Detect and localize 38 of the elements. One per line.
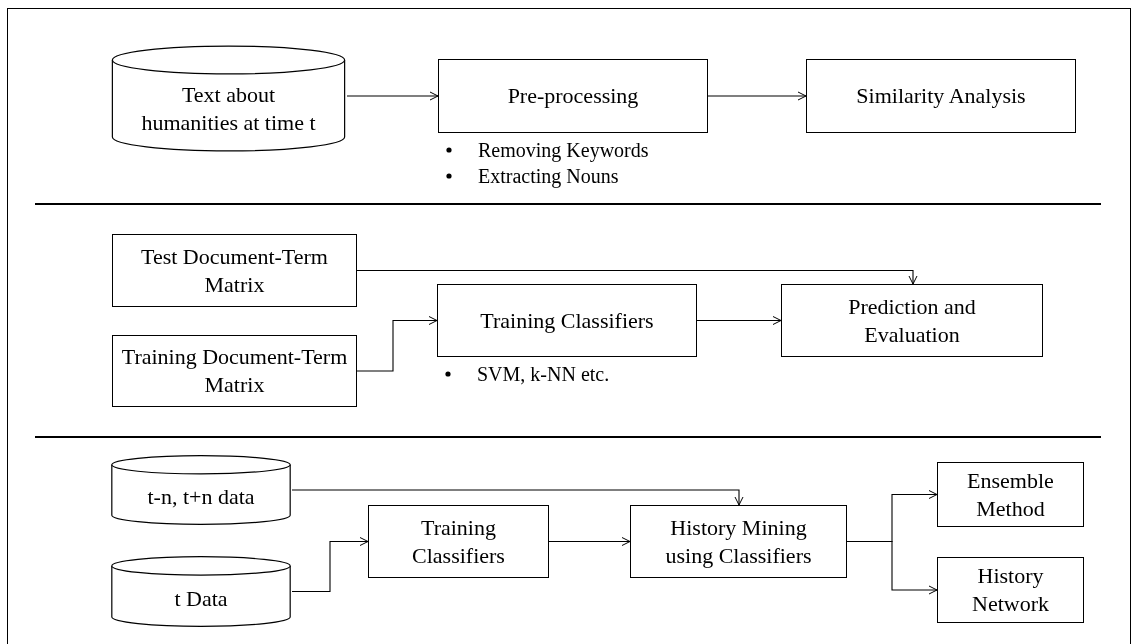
arrow [356,316,438,372]
node-label: Prediction and Evaluation [847,292,977,349]
node-label: t-n, t+n data [146,483,256,511]
bullet-text: SVM, k-NN etc. [477,362,610,387]
arrow [548,537,631,546]
arrow [707,91,807,101]
process-box [437,284,697,357]
database-cylinder [110,45,347,152]
arrow [346,91,439,101]
arrow [291,489,744,506]
process-box [937,557,1084,623]
node-label: Ensemble Method [966,466,1055,523]
process-box [630,505,847,578]
arrow [356,269,918,285]
process-box [781,284,1043,357]
arrow [291,537,369,593]
database-cylinder [110,455,292,525]
node-label: Pre-processing [506,82,640,110]
process-box [937,462,1084,527]
bullet-text: Extracting Nouns [478,164,619,189]
node-label: Training Classifiers [411,513,506,570]
process-box [806,59,1076,133]
process-box [438,59,708,133]
node-label: History Network [971,562,1050,618]
node-label: Similarity Analysis [855,82,1027,110]
node-label: Training Classifiers [479,306,655,335]
node-label: Text about humanities at time t [140,81,317,138]
bullet-text: Removing Keywords [478,138,649,163]
process-box [368,505,549,578]
node-label: Training Document-Term Matrix [120,343,349,399]
node-label: History Mining using Classifiers [664,513,813,570]
node-label: Test Document-Term Matrix [140,242,329,299]
process-box [112,335,357,407]
arrow [846,540,938,595]
arrow [696,316,782,325]
database-cylinder [110,556,292,627]
node-label: t Data [173,584,229,613]
process-box [112,234,357,307]
